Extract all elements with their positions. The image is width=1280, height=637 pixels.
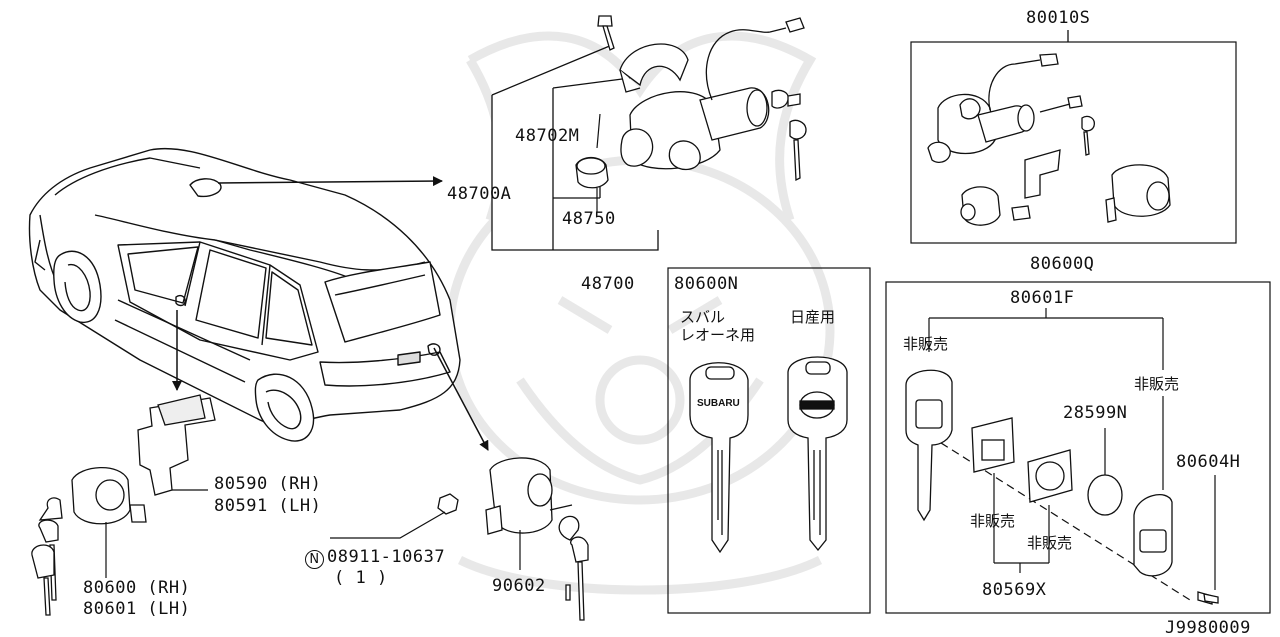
label-80601f[interactable]: 80601F: [1010, 288, 1075, 308]
note-not-for-sale-2: 非販売: [1134, 375, 1180, 393]
note-nissan: 日産用: [790, 308, 836, 326]
note-not-for-sale-4: 非販売: [1027, 534, 1073, 552]
label-48700[interactable]: 48700: [581, 274, 635, 294]
n-symbol-icon: N: [305, 550, 324, 569]
label-80600q[interactable]: 80600Q: [1030, 254, 1095, 274]
panel-frame-80600n: [667, 267, 871, 614]
note-subaru-line1: スバル: [680, 308, 726, 326]
note-not-for-sale-3: 非販売: [970, 512, 1016, 530]
label-80590-rh[interactable]: 80590 (RH): [214, 474, 322, 494]
panel-frame-80010s: [910, 41, 1237, 244]
arrow-to-steering-lock: [217, 176, 443, 187]
label-80010s[interactable]: 80010S: [1026, 8, 1091, 28]
leaders-80600q: [928, 308, 1216, 601]
note-subaru-line2: レオーネ用: [680, 326, 756, 344]
label-48700a[interactable]: 48700A: [447, 184, 512, 204]
key-nissan: [787, 356, 848, 552]
label-80604h[interactable]: 80604H: [1176, 452, 1241, 472]
label-80600n[interactable]: 80600N: [674, 274, 739, 294]
steering-lock-group: [491, 15, 807, 251]
tailgate-leaders: [330, 511, 521, 570]
door-lock-group: [31, 394, 216, 616]
tailgate-lock-group: [437, 457, 589, 621]
label-08911-qty: ( 1 ): [334, 568, 388, 588]
panel-frame-80600q: [885, 281, 1271, 614]
lock-set-80010s: [927, 30, 1171, 226]
key-subaru: [689, 362, 749, 554]
label-48750[interactable]: 48750: [562, 209, 616, 229]
arrow-to-tailgate-lock: [433, 347, 489, 451]
remote-key-parts: [905, 369, 1219, 605]
label-90602[interactable]: 90602: [492, 576, 546, 596]
leader-48702M: [596, 113, 601, 149]
diagram-id: J9980009: [1165, 618, 1251, 637]
door-lock-leaders: [105, 489, 208, 578]
label-48702m[interactable]: 48702M: [515, 126, 580, 146]
label-80601-lh[interactable]: 80601 (LH): [83, 599, 191, 619]
label-80600-rh[interactable]: 80600 (RH): [83, 578, 191, 598]
label-08911-text: 08911-10637: [327, 547, 446, 567]
label-80569x[interactable]: 80569X: [982, 580, 1047, 600]
label-80591-lh[interactable]: 80591 (LH): [214, 496, 322, 516]
car-illustration: [28, 147, 461, 442]
note-not-for-sale-1: 非販売: [903, 335, 949, 353]
label-28599n[interactable]: 28599N: [1063, 403, 1128, 423]
subaru-key-logo-text: SUBARU: [697, 398, 740, 409]
